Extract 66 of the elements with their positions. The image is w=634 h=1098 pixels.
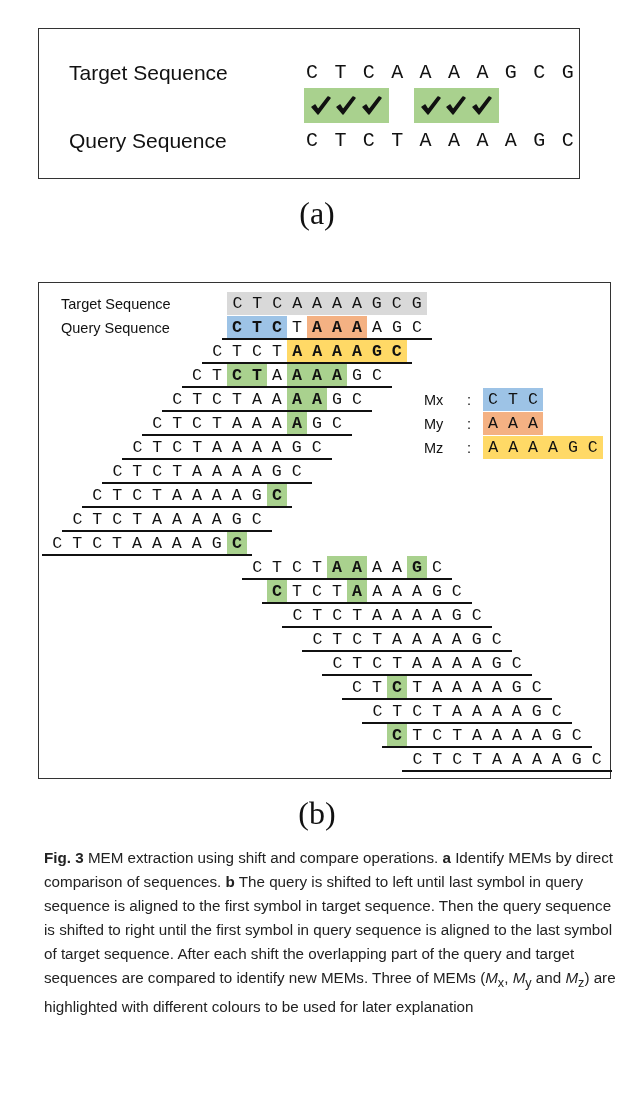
sequence-text: A <box>271 365 283 387</box>
highlighted-segment: C <box>267 580 287 603</box>
sequence-text: T C T A A A A G C <box>411 725 583 747</box>
sequence-text: T <box>291 317 303 339</box>
colon: : <box>467 415 472 434</box>
mem-name: Mx <box>424 391 444 410</box>
sequence-text: A A A G C <box>371 581 463 603</box>
panel-letter: (b) <box>297 795 337 832</box>
match-box <box>304 88 389 123</box>
highlighted-segment: A A <box>327 556 367 579</box>
sequence-text: C T C T A A A A G <box>91 485 263 507</box>
sequence-text: C T C T A A A A G C <box>71 509 263 531</box>
panel-letter: (a) <box>298 195 336 232</box>
sequence-text: T C T <box>291 581 343 603</box>
sequence-text: C T C A A A A G C G <box>306 60 576 86</box>
colon: : <box>467 391 472 410</box>
sequence-text: G C <box>331 389 363 411</box>
highlighted-segment: A A A <box>307 316 367 339</box>
highlighted-segment: A <box>287 412 307 435</box>
sequence-text: G C <box>311 413 343 435</box>
sequence-text: C T C T A A A A G C <box>291 605 483 627</box>
sequence-text: C T <box>191 365 223 387</box>
highlighted-segment: C T C A A A A G C G <box>227 292 427 315</box>
mem-name: My <box>424 415 444 434</box>
highlighted-segment: A <box>347 580 367 603</box>
match-box <box>414 88 499 123</box>
row-label: Target Sequence <box>61 295 171 314</box>
sequence-text: C T C T A A A A G C <box>131 437 323 459</box>
row-label: Query Sequence <box>61 319 170 338</box>
sequence-text: C T C T A A A A G C <box>111 461 303 483</box>
highlighted-segment: A A A A G C <box>287 340 407 363</box>
highlighted-segment: C <box>267 484 287 507</box>
highlighted-segment: C T C <box>227 316 287 339</box>
sequence-text: C T C T A A <box>171 389 283 411</box>
sequence-text: G C <box>351 365 383 387</box>
row-label: Query Sequence <box>69 128 227 154</box>
sequence-text: C T C T A A A A G C <box>331 653 523 675</box>
mem-segment: A A A <box>483 412 543 435</box>
highlighted-segment: C <box>227 532 247 555</box>
highlighted-segment: A A <box>287 388 327 411</box>
sequence-text: C T C T A A A <box>151 413 283 435</box>
highlighted-segment: A A A <box>287 364 347 387</box>
sequence-text: A G C <box>371 317 423 339</box>
highlighted-segment: G <box>407 556 427 579</box>
mem-segment: A A A A G C <box>483 436 603 459</box>
row-label: Target Sequence <box>69 60 228 86</box>
highlighted-segment: C <box>387 724 407 747</box>
panel-frame <box>38 28 580 179</box>
sequence-text: C T <box>351 677 383 699</box>
colon: : <box>467 439 472 458</box>
sequence-text: C T C T <box>211 341 283 363</box>
sequence-text: A A <box>371 557 403 579</box>
sequence-text: C T C T A A A A G C <box>311 629 503 651</box>
sequence-text: C T C T <box>251 557 323 579</box>
sequence-text: C T C T A A A A G <box>51 533 223 555</box>
mem-segment: C T C <box>483 388 543 411</box>
highlighted-segment: C T <box>227 364 267 387</box>
sequence-text: C <box>431 557 443 579</box>
sequence-text: C T C T A A A A G C <box>306 128 576 154</box>
figure-caption: Fig. 3 MEM extraction using shift and compare operations. a Identify MEMs by direct comparison of sequences. b The query is shifted to left until last symbol in query sequence is aligned to the first symbol in target sequence. Then the query sequence is shifted to right until the first symbol in query sequence is aligned to the last symbol of target sequence. After each shift the overlapping part of the query and target sequences are compared to identify new MEMs. Three of MEMs (M$_{x}$, M$_{y}$ and M$_{z}$) are highlighted with different colours to be used for later explanation <box>44 848 617 1018</box>
mem-name: Mz <box>424 439 444 458</box>
panel-frame <box>38 282 611 779</box>
highlighted-segment: C <box>387 676 407 699</box>
sequence-text: C T C T A A A A G C <box>411 749 603 771</box>
sequence-text: T A A A A G C <box>411 677 543 699</box>
sequence-text: C T C T A A A A G C <box>371 701 563 723</box>
